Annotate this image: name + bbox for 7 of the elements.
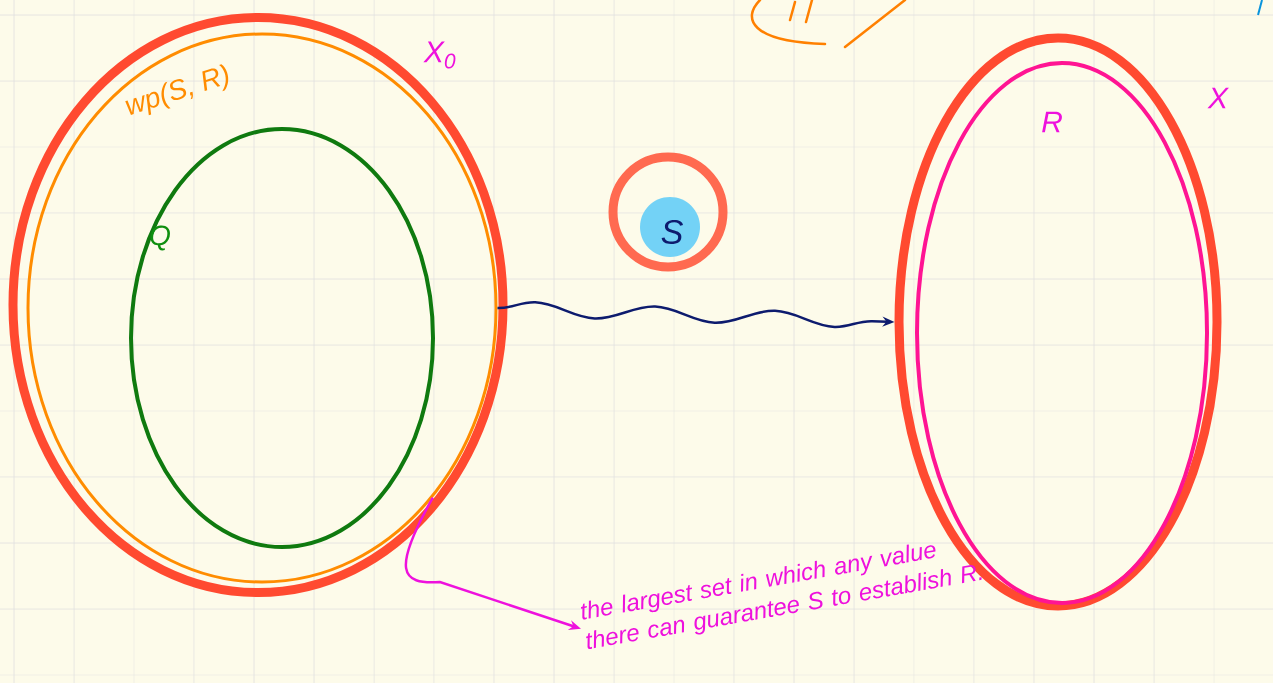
set-label: S: [661, 219, 683, 245]
set-label: Q: [150, 225, 170, 251]
set-label: X$_{0}$: [423, 41, 456, 69]
set-label: X: [1207, 87, 1229, 109]
note-text: the largest set in which any value there can guarantee S to establish R.: [581, 544, 982, 650]
set-label: wp(S, R): [125, 64, 229, 116]
set-label: R: [1042, 111, 1062, 133]
